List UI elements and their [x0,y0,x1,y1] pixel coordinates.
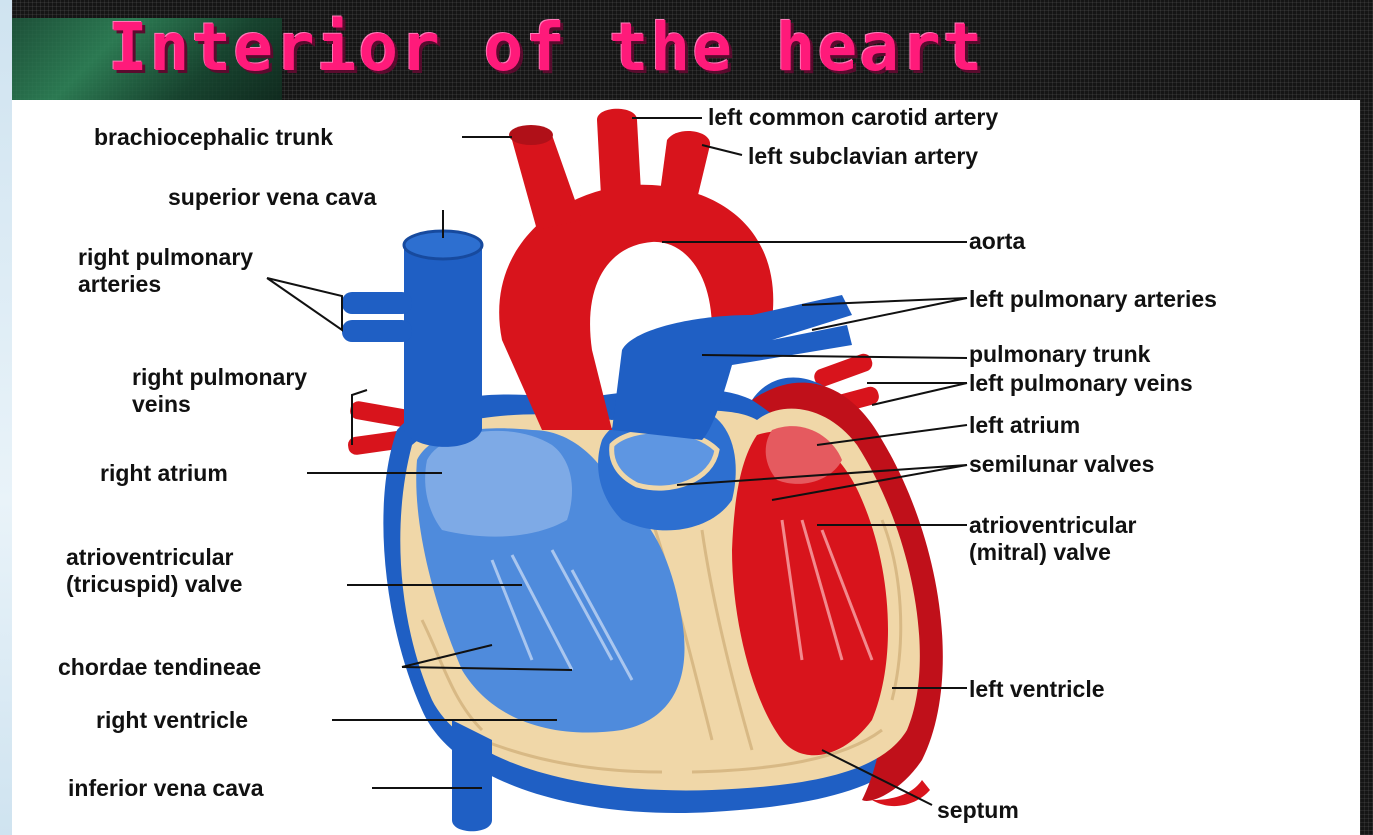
right-pulmonary-artery-upper [342,292,412,314]
superior-vena-cava [404,245,482,447]
label-chordae-tendineae: chordae tendineae [58,654,261,681]
label-brachiocephalic-trunk: brachiocephalic trunk [94,124,333,151]
slide-left-strip [0,0,12,835]
label-superior-vena-cava: superior vena cava [168,184,376,211]
slide-title: Interior of the heart [108,2,984,94]
heart-diagram: brachiocephalic trunk left common caroti… [12,100,1360,835]
label-atrioventricular-mitral-valve: atrioventricular (mitral) valve [969,512,1136,566]
label-right-ventricle: right ventricle [96,707,248,734]
label-left-pulmonary-arteries: left pulmonary arteries [969,286,1217,313]
label-semilunar-valves: semilunar valves [969,451,1154,478]
label-left-atrium: left atrium [969,412,1080,439]
label-left-common-carotid-artery: left common carotid artery [708,104,998,131]
label-left-subclavian-artery: left subclavian artery [748,143,978,170]
label-pulmonary-trunk: pulmonary trunk [969,341,1150,368]
left-common-carotid [597,109,642,215]
label-septum: septum [937,797,1019,824]
label-aorta: aorta [969,228,1025,255]
label-atrioventricular-tricuspid-valve: atrioventricular (tricuspid) valve [66,544,242,598]
label-left-pulmonary-veins: left pulmonary veins [969,370,1193,397]
label-inferior-vena-cava: inferior vena cava [68,775,264,802]
label-left-ventricle: left ventricle [969,676,1105,703]
label-right-pulmonary-veins: right pulmonary veins [132,364,307,418]
right-pulmonary-artery-lower [342,320,412,342]
label-right-pulmonary-arteries: right pulmonary arteries [78,244,253,298]
label-right-atrium: right atrium [100,460,228,487]
